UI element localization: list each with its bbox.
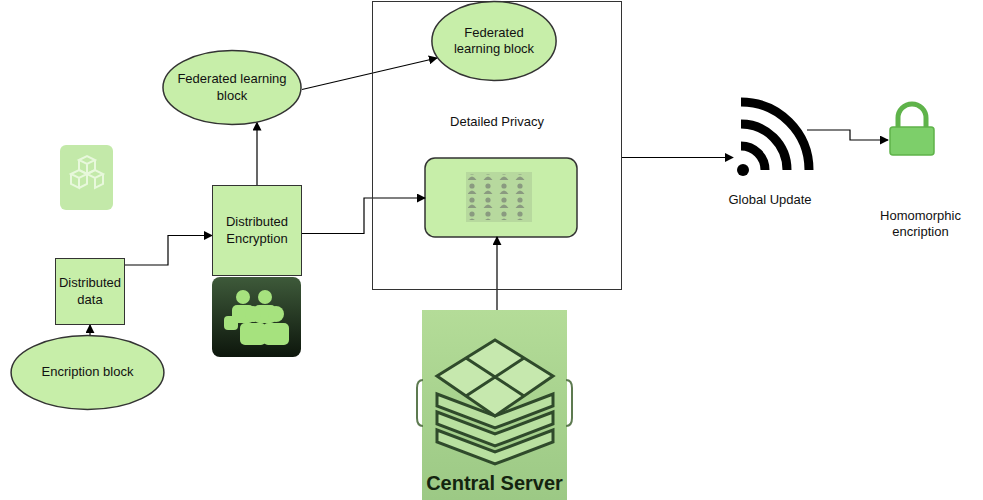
server-node: Central Server bbox=[418, 310, 571, 500]
node-label: Central Server bbox=[426, 471, 563, 496]
encryption-node: Homomorphic encription bbox=[868, 100, 973, 240]
crowd-picture bbox=[425, 158, 577, 237]
group-frame: Detailed Privacy Federated learning block bbox=[372, 1, 622, 290]
node-label: Encription block bbox=[42, 364, 134, 380]
update-node: Global Update bbox=[715, 90, 825, 210]
padlock-icon bbox=[890, 104, 934, 155]
connector-arrow bbox=[622, 157, 733, 158]
process-ellipse: Federated learning block bbox=[162, 50, 302, 125]
connector-arrow bbox=[496, 237, 497, 310]
connector-arrow bbox=[89, 325, 90, 335]
node-label: Distributed data bbox=[59, 275, 121, 308]
process-ellipse: Federated learning block bbox=[431, 1, 557, 81]
people-icon bbox=[212, 277, 301, 357]
node-label: Federated learning block bbox=[176, 71, 288, 104]
server-picture bbox=[417, 310, 572, 500]
node-label: Detailed Privacy bbox=[373, 114, 621, 130]
data-box: Distributed data bbox=[55, 258, 125, 325]
node-label: Distributed Encryption bbox=[216, 214, 298, 247]
process-box: Distributed Encryption bbox=[212, 185, 302, 276]
connector-arrow bbox=[302, 58, 437, 90]
broadcast-icon bbox=[737, 102, 809, 176]
process-ellipse: Encription block bbox=[10, 335, 165, 410]
connector-arrow bbox=[256, 123, 257, 186]
connector-arrow bbox=[302, 198, 425, 234]
connector-arrow bbox=[125, 236, 212, 266]
connector-arrow bbox=[807, 130, 888, 140]
node-label: Global Update bbox=[728, 192, 811, 208]
node-label: Homomorphic encription bbox=[876, 208, 966, 241]
node-label: Federated learning block bbox=[445, 25, 543, 58]
cube-icon bbox=[60, 145, 113, 210]
